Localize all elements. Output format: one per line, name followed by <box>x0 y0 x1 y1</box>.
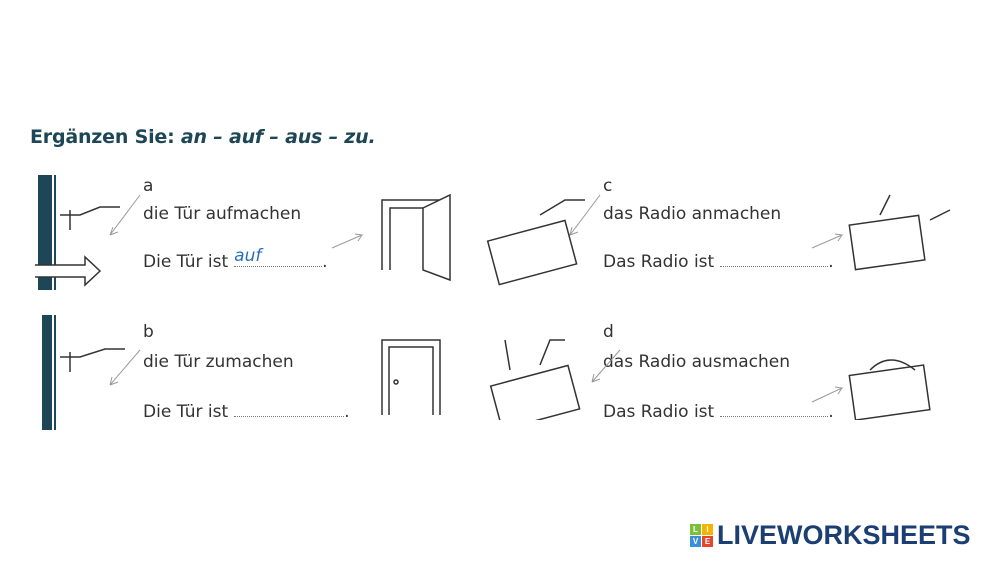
answer-input-d[interactable] <box>720 396 829 416</box>
answer-input-c[interactable] <box>720 246 829 266</box>
sentence-text: Die Tür ist <box>143 252 229 272</box>
item-letter-c: c <box>603 176 613 196</box>
item-sentence-d: Das Radio ist. <box>603 396 834 422</box>
logo-letter: E <box>702 536 713 547</box>
item-letter-a: a <box>143 176 154 196</box>
title-words: an – auf – aus – zu. <box>180 126 376 148</box>
pointer-arrows <box>109 194 844 403</box>
item-phrase-d: das Radio ausmachen <box>603 352 791 372</box>
answer-input-b[interactable] <box>234 396 345 416</box>
hand-closing-door-illustration <box>42 315 125 430</box>
answer-input-a[interactable] <box>234 246 323 266</box>
sentence-text: Die Tür ist <box>143 402 229 422</box>
item-letter-b: b <box>143 322 154 342</box>
item-phrase-c: das Radio anmachen <box>603 204 782 224</box>
item-letter-d: d <box>603 322 614 342</box>
instruction-title: Ergänzen Sie: an – auf – aus – zu. <box>30 126 376 148</box>
door-and-radio-drawings <box>381 193 951 420</box>
liveworksheets-logo: L I V E LIVEWORKSHEETS <box>690 520 971 551</box>
item-phrase-a: die Tür aufmachen <box>143 204 302 224</box>
logo-squares-icon: L I V E <box>690 524 713 547</box>
sentence-text: Das Radio ist <box>603 252 715 272</box>
logo-letter: I <box>702 524 713 535</box>
logo-letter: V <box>690 536 701 547</box>
arrows-and-objects <box>109 193 951 420</box>
item-sentence-b: Die Tür ist. <box>143 396 350 422</box>
title-prefix: Ergänzen Sie: <box>30 126 181 148</box>
item-sentence-c: Das Radio ist. <box>603 246 834 272</box>
item-phrase-b: die Tür zumachen <box>143 352 294 372</box>
logo-text: LIVEWORKSHEETS <box>717 520 971 550</box>
sentence-text: Das Radio ist <box>603 402 715 422</box>
item-sentence-a: Die Tür ist. <box>143 246 328 272</box>
logo-letter: L <box>690 524 701 535</box>
hand-opening-door-illustration <box>35 175 120 290</box>
